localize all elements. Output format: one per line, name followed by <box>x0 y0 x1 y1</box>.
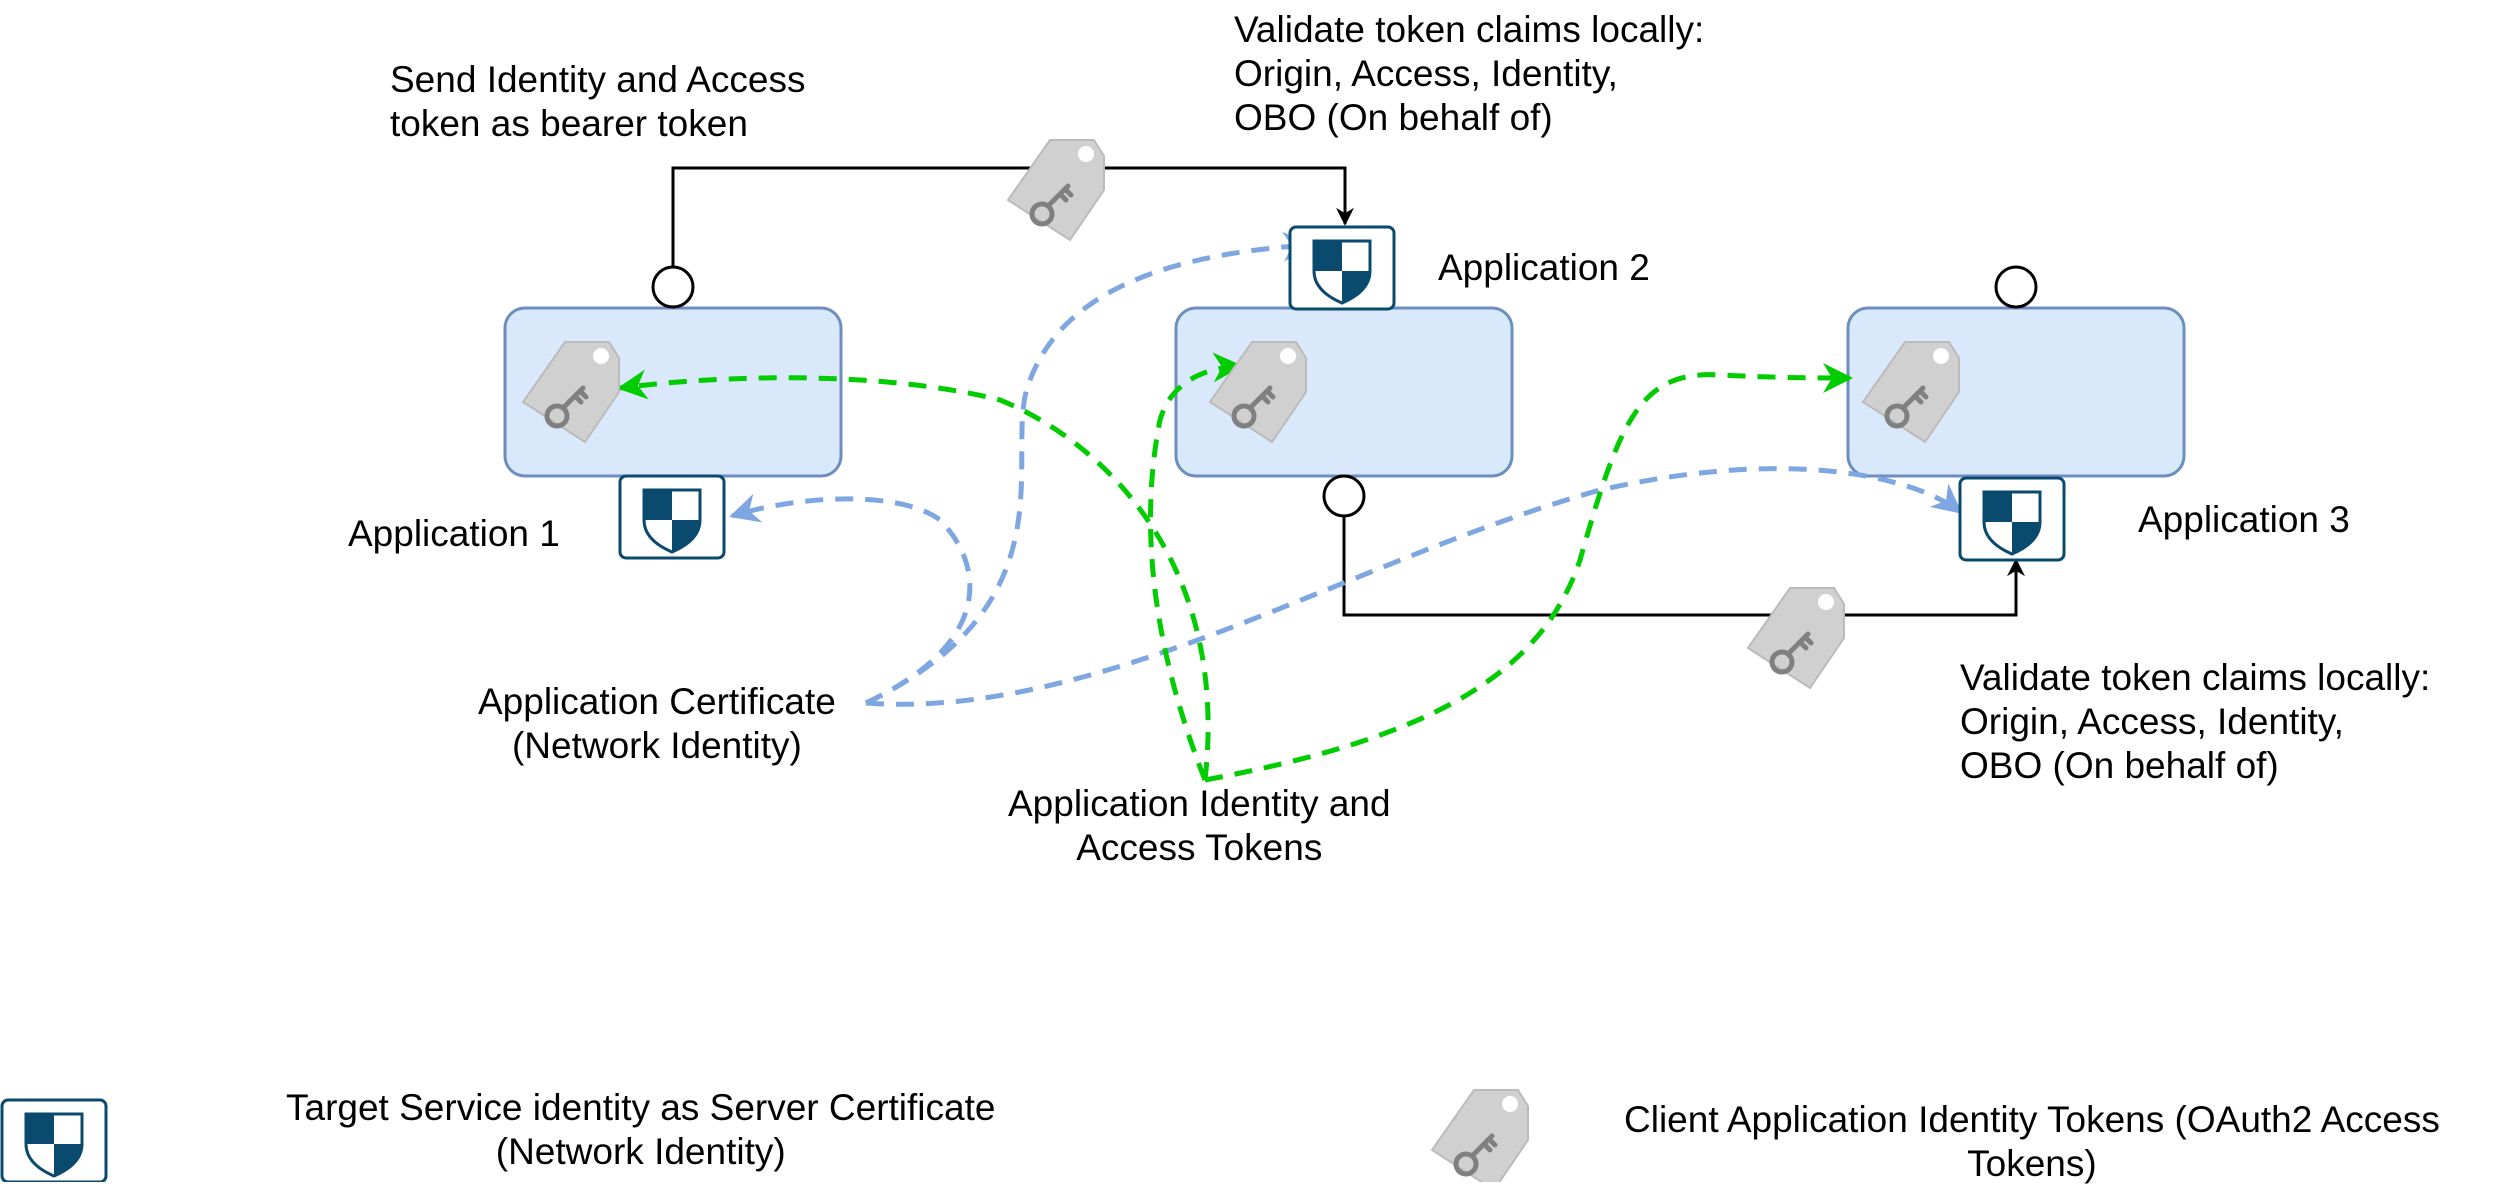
validate-claims-label-top: Validate token claims locally: Origin, A… <box>1234 9 1705 138</box>
bearer-token-connector-2-to-3 <box>1342 514 2025 617</box>
bearer-token-connector-1-to-2 <box>671 166 1354 266</box>
shield-certificate-icon <box>618 474 726 560</box>
token-arrow-to-app3 <box>1204 362 1853 783</box>
application-1-endpoint <box>651 265 695 309</box>
application-1-label: Application 1 <box>348 513 560 554</box>
shield-certificate-icon <box>1288 225 1396 311</box>
application-2-label: Application 2 <box>1438 247 1650 288</box>
send-token-label: Send Identity and Access token as bearer… <box>390 59 806 144</box>
application-3-endpoint <box>1994 265 2038 309</box>
legend-token-label: Client Application Identity Tokens (OAut… <box>1624 1099 2440 1184</box>
legend-key-tag-icon <box>1432 1090 1528 1182</box>
legend-certificate-label: Target Service identity as Server Certif… <box>286 1087 996 1172</box>
application-certificate-label: Application Certificate (Network Identit… <box>478 681 836 766</box>
cert-arrow-to-app1 <box>729 493 973 706</box>
cert-arrow-to-app2 <box>864 231 1313 706</box>
token-arrow-to-app2 <box>1148 352 1243 781</box>
cert-arrow-to-app3 <box>865 466 1963 707</box>
application-3-label: Application 3 <box>2138 499 2350 540</box>
token-arrow-to-app1 <box>617 369 1211 781</box>
legend-shield-certificate-icon <box>0 1098 108 1182</box>
shield-certificate-icon <box>1958 476 2066 562</box>
key-tag-icon <box>1008 140 1104 240</box>
application-2-endpoint <box>1322 474 1366 518</box>
key-tag-icon <box>1748 588 1844 688</box>
application-tokens-label: Application Identity and Access Tokens <box>1008 783 1391 868</box>
validate-claims-label-bottom: Validate token claims locally: Origin, A… <box>1960 657 2431 786</box>
